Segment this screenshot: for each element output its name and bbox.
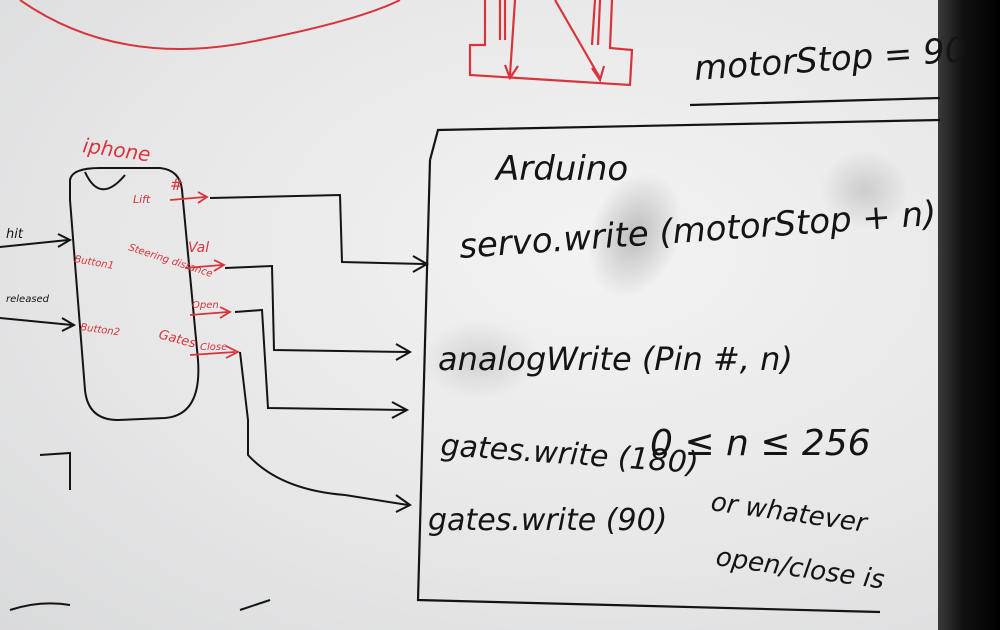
iphone-button2: Button2 [80, 322, 121, 338]
input-arrows [0, 233, 77, 332]
side-note-whatever: or whatever [709, 487, 871, 539]
pin-val: Val [188, 240, 209, 256]
arduino-title: Arduino [494, 149, 628, 189]
eraser-smudge [420, 320, 540, 400]
red-structure-doodle [468, 0, 634, 87]
code-line-analogwrite: analogWrite (Pin #, n) [438, 340, 793, 378]
eraser-smudge [820, 150, 910, 230]
connection-lines [209, 193, 430, 513]
code-line-servo: servo.write (motorStop + n) [458, 194, 938, 267]
iphone-button1: Button1 [73, 254, 114, 272]
motorstop-note: motorStop = 90 [693, 30, 968, 89]
input-label-released: released [6, 294, 50, 305]
whiteboard-frame [938, 0, 1000, 630]
code-line-gates-90: gates.write (90) [428, 503, 667, 538]
red-pin-arrows [169, 191, 241, 359]
iphone-label-lift: Lift [133, 193, 151, 206]
pin-close: Close [200, 342, 227, 353]
iphone-outline [69, 167, 200, 422]
side-note-open-close: open/close is [714, 542, 886, 595]
iphone-label-gates: Gates [157, 327, 198, 351]
iphone-notch [84, 171, 126, 191]
input-label-hit: hit [6, 227, 24, 242]
red-arc-doodle [19, 0, 401, 50]
pin-open: Open [192, 300, 219, 311]
iphone-title: iphone [81, 133, 152, 166]
range-note: 0 ≤ n ≤ 256 [650, 423, 871, 464]
divider-line [689, 96, 941, 107]
pin-hash: # [170, 175, 183, 194]
stray-marks [9, 451, 271, 611]
arduino-box [416, 118, 941, 614]
